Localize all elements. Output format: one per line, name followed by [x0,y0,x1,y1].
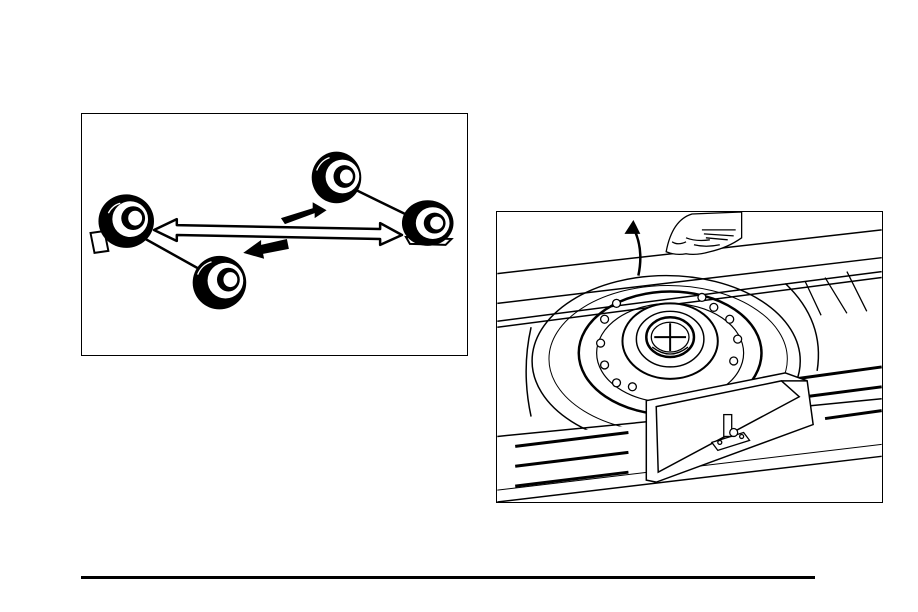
lift-arrow-icon [624,220,640,276]
well-edge-left [526,327,531,416]
wheel-hub [622,303,717,378]
spare-tire-compartment-figure [496,211,883,503]
hand-icon [666,212,741,254]
tire-rotation-figure [81,113,468,356]
tire-right [402,200,454,246]
tire-left [91,194,154,253]
tire-top [312,152,362,204]
tire-bottom [193,256,247,310]
tire-rotation-diagram-icon [82,114,467,355]
spare-tire-compartment-icon [497,212,882,502]
page-bottom-rule [81,576,815,579]
diagonal-arrow-up [281,202,327,224]
well-edge-right [785,284,818,371]
diagonal-arrow-down [243,239,289,259]
